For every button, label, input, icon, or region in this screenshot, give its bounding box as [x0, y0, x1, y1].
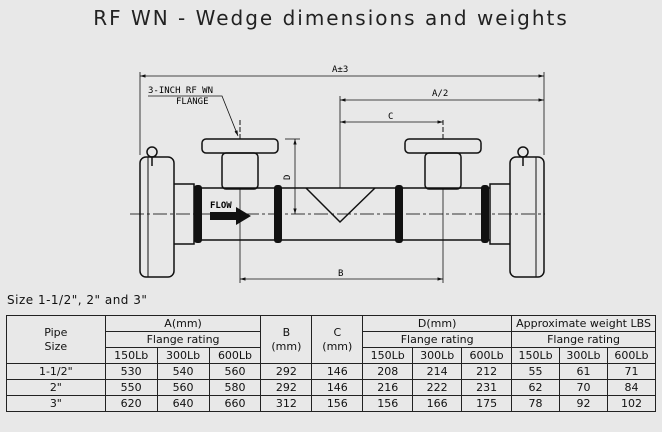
- cell-c: 156: [311, 395, 364, 412]
- dim-A-label: A±3: [332, 65, 348, 75]
- a-rating-150: 150Lb: [104, 347, 158, 364]
- cell-a300: 540: [156, 363, 210, 380]
- cell-b: 312: [260, 395, 313, 412]
- right-end-flange: [509, 146, 545, 278]
- cell-a300: 560: [156, 379, 210, 396]
- wedge-meter-drawing: 3-INCH RF WN FLANGE FLOW A±3 A/2 C D B: [130, 65, 545, 283]
- a-rating-600: 600Lb: [208, 347, 262, 364]
- cell-d150: 216: [362, 379, 414, 396]
- cell-a600: 660: [208, 395, 262, 412]
- cell-d300: 214: [412, 363, 463, 380]
- cell-w300: 92: [559, 395, 608, 412]
- cell-a150: 530: [104, 363, 158, 380]
- dim-D-label: D: [283, 175, 293, 180]
- cell-b: 292: [260, 379, 313, 396]
- cell-a300: 640: [156, 395, 210, 412]
- d-flange-rating-header: Flange rating: [362, 331, 513, 348]
- d-group-header: D(mm): [362, 315, 513, 332]
- right-tap-flange: [404, 120, 482, 190]
- a-flange-rating-header: Flange rating: [104, 331, 262, 348]
- cell-d600: 231: [461, 379, 513, 396]
- d-rating-150: 150Lb: [362, 347, 414, 364]
- table-row: 1-1/2" 530 540 560 292 146 208 214 212 5…: [6, 363, 657, 380]
- cell-w150: 78: [511, 395, 561, 412]
- cell-d300: 166: [412, 395, 463, 412]
- cell-w150: 62: [511, 379, 561, 396]
- cell-d300: 222: [412, 379, 463, 396]
- flow-label: FLOW: [210, 201, 232, 211]
- w-rating-600: 600Lb: [606, 347, 657, 364]
- dim-A-half-label: A/2: [432, 89, 448, 99]
- cell-w600: 71: [606, 363, 657, 380]
- b-header: B(mm): [260, 315, 313, 364]
- a-rating-300: 300Lb: [156, 347, 210, 364]
- cell-size: 2": [6, 379, 106, 396]
- cell-w300: 70: [559, 379, 608, 396]
- cell-c: 146: [311, 379, 364, 396]
- table-row: 2" 550 560 580 292 146 216 222 231 62 70…: [6, 379, 657, 396]
- cell-b: 292: [260, 363, 313, 380]
- callout-line-1: 3-INCH RF WN: [148, 86, 213, 96]
- callout-leader: [148, 95, 239, 137]
- cell-w300: 61: [559, 363, 608, 380]
- cell-w150: 55: [511, 363, 561, 380]
- left-end-flange: [139, 146, 175, 278]
- d-rating-300: 300Lb: [412, 347, 463, 364]
- d-rating-600: 600Lb: [461, 347, 513, 364]
- weight-group-header: Approximate weight LBS: [511, 315, 656, 332]
- w-rating-150: 150Lb: [511, 347, 561, 364]
- weld-bands: [194, 185, 489, 243]
- cell-d600: 212: [461, 363, 513, 380]
- cell-d150: 156: [362, 395, 414, 412]
- cell-w600: 84: [606, 379, 657, 396]
- size-caption: Size 1-1/2", 2" and 3": [7, 293, 148, 307]
- cell-d150: 208: [362, 363, 414, 380]
- cell-a150: 550: [104, 379, 158, 396]
- cell-a600: 560: [208, 363, 262, 380]
- w-rating-300: 300Lb: [559, 347, 608, 364]
- cell-c: 146: [311, 363, 364, 380]
- cell-d600: 175: [461, 395, 513, 412]
- cell-w600: 102: [606, 395, 657, 412]
- callout-line-2: FLANGE: [176, 97, 209, 107]
- c-header: C(mm): [311, 315, 364, 364]
- page-title: RF WN - Wedge dimensions and weights: [93, 6, 569, 30]
- weight-flange-rating-header: Flange rating: [511, 331, 656, 348]
- dim-B-label: B: [338, 269, 343, 279]
- cell-size: 1-1/2": [6, 363, 106, 380]
- cell-a600: 580: [208, 379, 262, 396]
- right-hub: [489, 183, 510, 245]
- table-row: 3" 620 640 660 312 156 156 166 175 78 92…: [6, 395, 657, 412]
- cell-size: 3": [6, 395, 106, 412]
- wedge-element: [305, 187, 376, 224]
- cell-a150: 620: [104, 395, 158, 412]
- dim-C-label: C: [388, 112, 393, 122]
- a-group-header: A(mm): [104, 315, 262, 332]
- left-tap-flange: [201, 120, 279, 190]
